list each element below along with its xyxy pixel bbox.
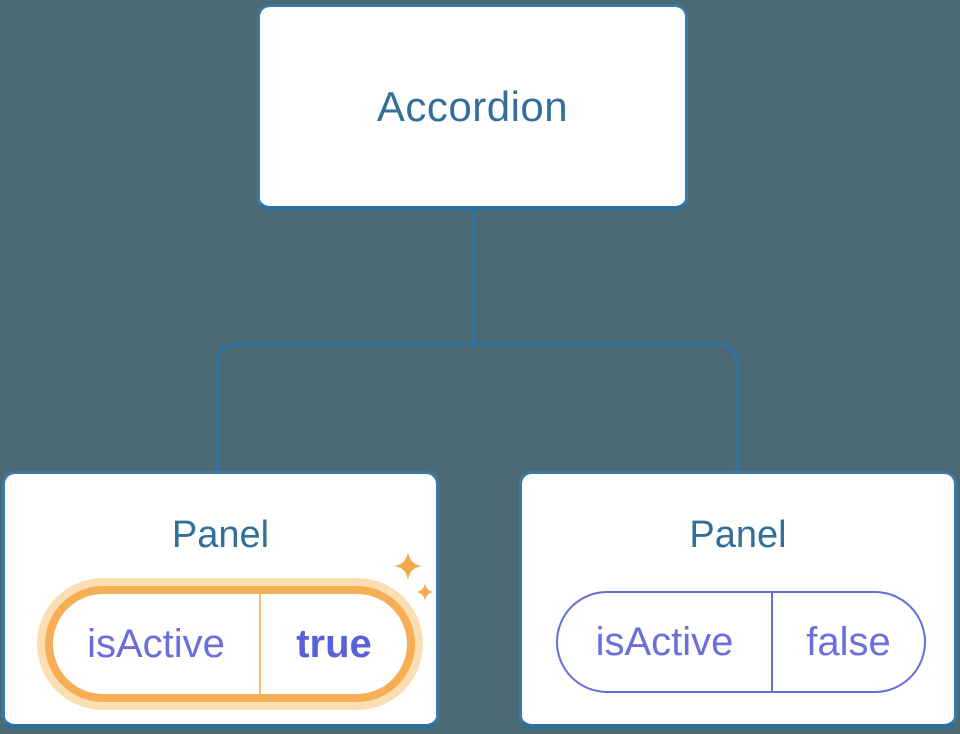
panel-node-inactive: Panel isActive false (519, 471, 957, 729)
sparkle-icon (416, 583, 434, 601)
panel-node-active: Panel isActive true (2, 471, 439, 729)
state-pill-inactive: isActive false (556, 591, 926, 693)
state-prop-name: isActive (53, 594, 261, 694)
state-prop-value: true (296, 621, 372, 666)
connector-branch (215, 342, 739, 471)
accordion-node-label: Accordion (376, 82, 569, 130)
state-prop-value: false (806, 619, 891, 664)
panel-node-label: Panel (689, 514, 787, 556)
panel-node-label: Panel (171, 514, 270, 556)
accordion-node: Accordion (257, 4, 688, 211)
state-prop-name: isActive (558, 593, 773, 691)
state-pill-active: isActive true (45, 586, 415, 702)
